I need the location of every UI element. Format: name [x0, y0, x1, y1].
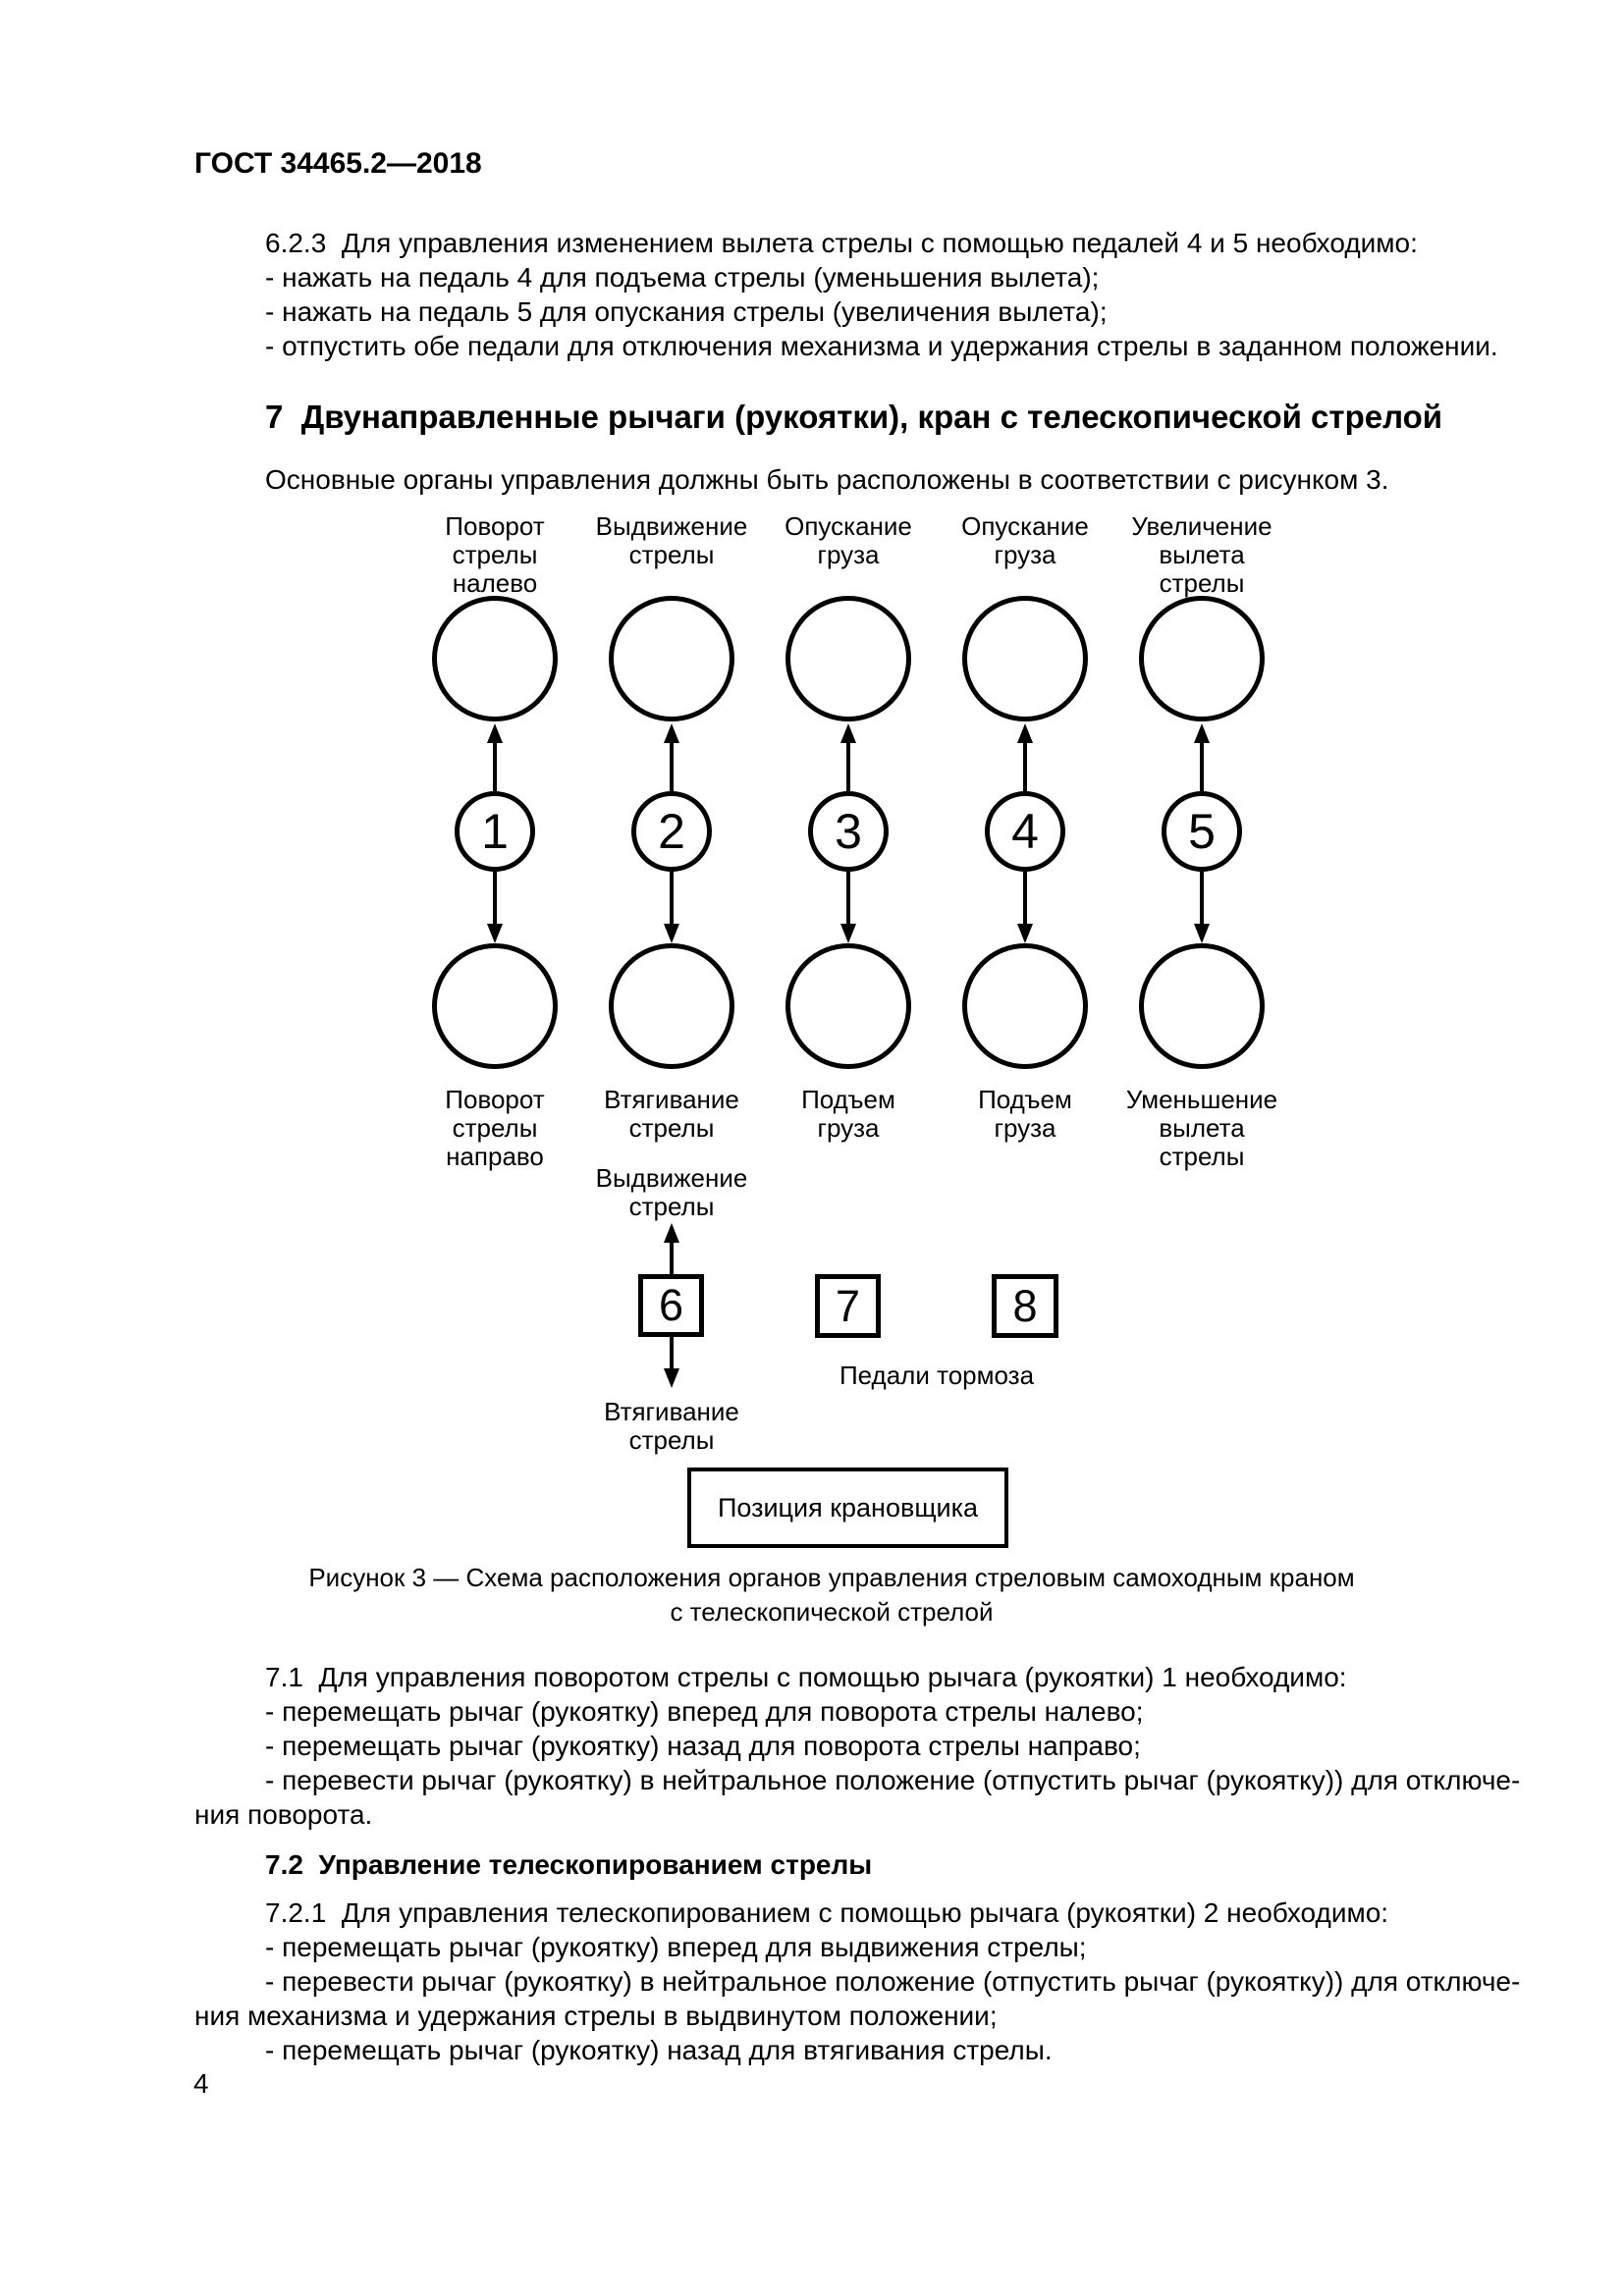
column-bottom-label: Подъем груза: [801, 1085, 895, 1143]
control-circle-top: [609, 596, 734, 721]
column-top-label: Выдвижение стрелы: [595, 511, 748, 569]
lever-number-circle: 4: [985, 791, 1065, 872]
control-circle-bottom: [1139, 943, 1265, 1069]
heading-7-2: 7.2 Управление телескопированием стрелы: [265, 1849, 873, 1880]
paragraph-line: - перевести рычаг (рукоятку) в нейтральн…: [265, 1765, 1521, 1795]
column-top-label: Опускание груза: [961, 511, 1089, 569]
arrow-up-icon: [937, 723, 1113, 791]
arrow-down-icon: [583, 1337, 760, 1388]
pedal-6-up-label: Выдвижение стрелы: [595, 1163, 748, 1221]
operator-position-label: Позиция крановщика: [717, 1492, 979, 1522]
control-circle-bottom: [785, 943, 911, 1069]
paragraph-line: - отпустить обе педали для отключения ме…: [265, 331, 1498, 361]
control-circle-bottom: [432, 943, 558, 1069]
brake-pedals-label: Педали тормоза: [839, 1361, 1035, 1390]
control-circle-bottom: [962, 943, 1088, 1069]
paragraph-line: - нажать на педаль 4 для подъема стрелы …: [265, 262, 1100, 293]
control-circle-top: [785, 596, 911, 721]
paragraph-line: - перемещать рычаг (рукоятку) назад для …: [265, 1731, 1141, 1761]
arrow-down-icon: [937, 872, 1113, 943]
control-column-3: Опускание груза 3 Подъем груза: [760, 512, 937, 1200]
standard-number: ГОСТ 34465.2—2018: [194, 147, 482, 180]
arrow-down-icon: [1113, 872, 1290, 943]
arrow-down-icon: [760, 872, 937, 943]
pedal-6-down-label: Втягивание стрелы: [604, 1397, 739, 1455]
paragraph-line: - перемещать рычаг (рукоятку) назад для …: [265, 2035, 1053, 2065]
paragraph-7-2-1: 7.2.1 Для управления телескопированием с…: [194, 1896, 1520, 2067]
paragraph-line: ния механизма и удержания стрелы в выдви…: [194, 2001, 998, 2031]
arrow-down-icon: [583, 872, 760, 943]
paragraph-line: - перемещать рычаг (рукоятку) вперед для…: [265, 1932, 1087, 1962]
column-bottom-label: Втягивание стрелы: [604, 1085, 739, 1143]
lever-number-circle: 3: [808, 791, 889, 872]
paragraph-line: ния поворота.: [194, 1799, 373, 1830]
pedal-7-square: 7: [815, 1274, 881, 1338]
arrow-up-icon: [583, 723, 760, 791]
column-bottom-label: Поворот стрелы направо: [445, 1085, 545, 1171]
column-bottom-label: Уменьшение вылета стрелы: [1125, 1085, 1278, 1171]
column-top-label: Опускание груза: [785, 511, 912, 569]
lever-number-circle: 2: [631, 791, 712, 872]
page-number: 4: [193, 2068, 209, 2099]
control-column-4: Опускание груза 4 Подъем груза: [937, 512, 1113, 1200]
arrow-up-icon: [1113, 723, 1290, 791]
control-circle-top: [962, 596, 1088, 721]
paragraph-line: 7.1 Для управления поворотом стрелы с по…: [265, 1662, 1347, 1692]
paragraph-line: - перемещать рычаг (рукоятку) вперед для…: [265, 1696, 1144, 1727]
figure-caption-line: Рисунок 3 — Схема расположения органов у…: [308, 1563, 1355, 1592]
paragraph-line: 7.2.1 Для управления телескопированием с…: [265, 1897, 1389, 1928]
paragraph-line: - нажать на педаль 5 для опускания стрел…: [265, 296, 1108, 327]
paragraph-7-1: 7.1 Для управления поворотом стрелы с по…: [194, 1660, 1520, 1832]
section-7-heading: 7 Двунаправленные рычаги (рукоятки), кра…: [265, 399, 1443, 435]
paragraph-line: - перевести рычаг (рукоятку) в нейтральн…: [265, 1966, 1521, 1997]
lever-number-circle: 5: [1162, 791, 1242, 872]
control-circle-top: [432, 596, 558, 721]
pedal-6-square: 6: [638, 1274, 704, 1337]
paragraph-6-2-3: 6.2.3 Для управления изменением вылета с…: [194, 226, 1498, 363]
lever-number-circle: 1: [455, 791, 535, 872]
figure-caption-line: с телескопической стрелой: [670, 1597, 994, 1627]
control-column-2: Выдвижение стрелы 2 Втягивание стрелы: [583, 512, 760, 1200]
control-circle-top: [1139, 596, 1265, 721]
arrow-up-icon: [583, 1223, 760, 1274]
pedal-8-square: 8: [992, 1274, 1058, 1338]
control-column-5: Увеличение вылета стрелы 5 Уменьшение вы…: [1113, 512, 1290, 1200]
control-circle-bottom: [609, 943, 734, 1069]
arrow-up-icon: [760, 723, 937, 791]
arrow-down-icon: [406, 872, 583, 943]
control-column-1: Поворот стрелы налево 1 Поворот стрелы н…: [406, 512, 583, 1200]
operator-position-box: Позиция крановщика: [687, 1468, 1008, 1548]
column-top-label: Поворот стрелы налево: [445, 511, 545, 598]
figure-caption: Рисунок 3 — Схема расположения органов у…: [154, 1561, 1509, 1629]
arrow-up-icon: [406, 723, 583, 791]
column-top-label: Увеличение вылета стрелы: [1131, 511, 1272, 598]
paragraph-line: Основные органы управления должны быть р…: [265, 464, 1389, 495]
column-bottom-label: Подъем груза: [978, 1085, 1072, 1143]
intro-paragraph: Основные органы управления должны быть р…: [194, 462, 1389, 497]
paragraph-line: 6.2.3 Для управления изменением вылета с…: [265, 228, 1418, 258]
